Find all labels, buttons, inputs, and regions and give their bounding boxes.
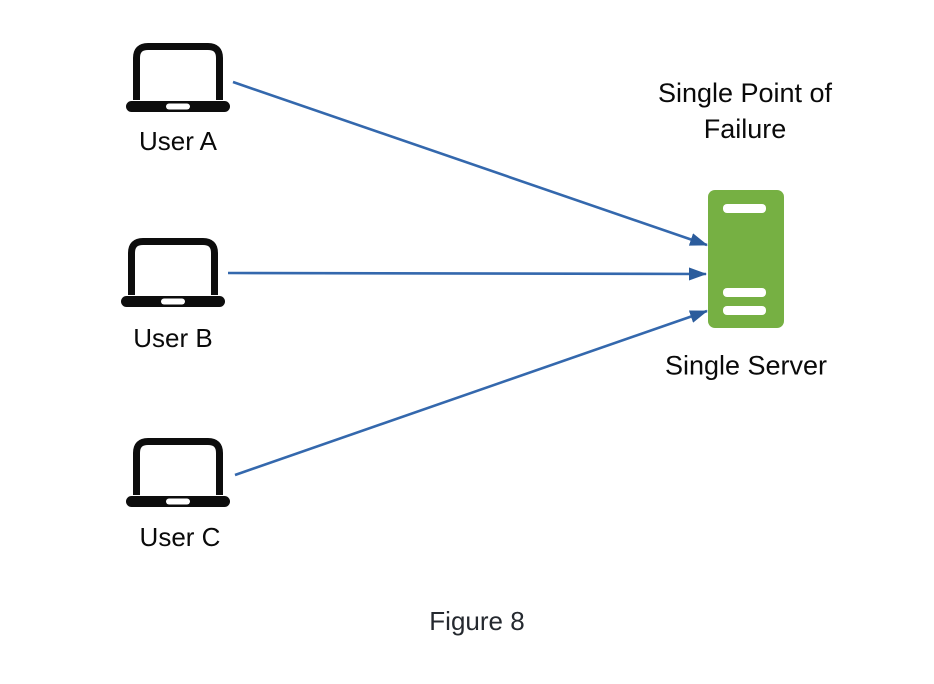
server-tower-icon bbox=[708, 190, 784, 328]
arrow-user-c-to-server bbox=[234, 309, 708, 477]
server-slot-middle bbox=[723, 288, 766, 297]
user-a-label: User A bbox=[138, 126, 218, 157]
laptop-icon-user-a bbox=[126, 43, 230, 112]
figure-caption: Figure 8 bbox=[429, 606, 525, 637]
laptop-screen-outline bbox=[133, 438, 223, 495]
laptop-screen-outline bbox=[133, 43, 223, 100]
arrow-user-b-to-server bbox=[227, 267, 707, 281]
server-slot-bottom bbox=[723, 306, 766, 315]
spof-heading-line1: Single Point of bbox=[657, 78, 833, 108]
laptop-base-notch bbox=[161, 298, 185, 305]
laptop-icon-user-b bbox=[121, 238, 225, 307]
server-slot-top bbox=[723, 204, 766, 213]
user-c-label: User C bbox=[139, 522, 221, 553]
single-server-label: Single Server bbox=[664, 350, 828, 381]
laptop-base-notch bbox=[166, 103, 190, 110]
laptop-icon-user-c bbox=[126, 438, 230, 507]
single-point-of-failure-heading: Single Point of Failure bbox=[658, 75, 832, 147]
arrow-user-a-to-server bbox=[232, 80, 708, 247]
laptop-screen-outline bbox=[128, 238, 218, 295]
spof-heading-line2: Failure bbox=[703, 114, 787, 144]
laptop-base-notch bbox=[166, 498, 190, 505]
user-b-label: User B bbox=[133, 323, 213, 354]
